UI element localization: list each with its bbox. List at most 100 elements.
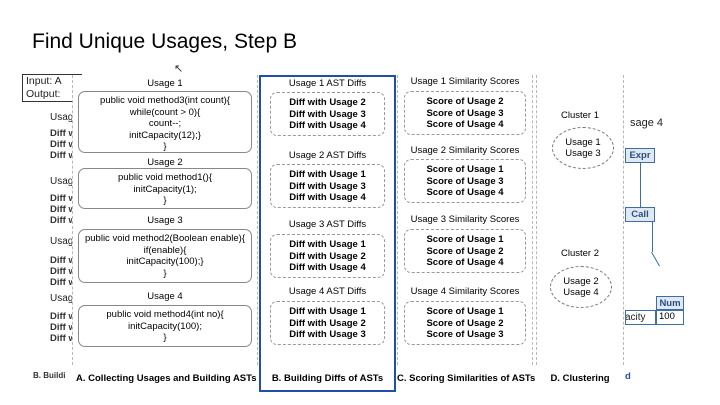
diff-group-title: Usage 4 AST Diffs	[288, 286, 367, 297]
score-item: Score of Usage 3	[426, 107, 504, 119]
score-box: Score of Usage 2 Score of Usage 3 Score …	[404, 91, 526, 135]
score-item: Score of Usage 2	[426, 245, 504, 257]
code-line: public void method2(Boolean enable){	[84, 233, 246, 244]
code-line: if(enable){	[143, 244, 187, 256]
score-item: Score of Usage 1	[426, 164, 504, 175]
output-label: Output:	[26, 88, 61, 100]
bg-fragment: Usag	[50, 176, 74, 187]
code-line: public void method3(int count){	[100, 95, 230, 106]
usage-code-box: public void method4(int no){ initCapacit…	[78, 305, 252, 347]
bg-fragment: Diff w	[50, 266, 76, 277]
tree-node-frame	[625, 310, 656, 325]
column-b-label: B. Building Diffs of ASTs	[271, 373, 384, 384]
code-line: initCapacity(100);}	[126, 256, 204, 267]
tree-edge	[652, 222, 653, 252]
code-line: initCapacity(12);}	[129, 129, 201, 141]
score-box: Score of Usage 1 Score of Usage 3 Score …	[404, 159, 526, 203]
cluster-item: Usage 4	[563, 287, 599, 298]
cluster-item: Usage 2	[563, 275, 599, 287]
code-line: public void method4(int no){	[106, 309, 224, 320]
tree-edge	[640, 163, 641, 207]
cluster-item: Usage 1	[565, 136, 601, 148]
score-item: Score of Usage 4	[426, 119, 504, 130]
bg-column-label: B. Buildi	[33, 371, 66, 380]
diff-item: Diff with Usage 1	[289, 169, 366, 180]
tree-node-num: Num	[656, 296, 684, 310]
diff-box: Diff with Usage 2 Diff with Usage 3 Diff…	[270, 92, 385, 136]
column-a-label: A. Collecting Usages and Building ASTs	[76, 373, 257, 384]
diff-item: Diff with Usage 4	[289, 192, 366, 203]
score-item: Score of Usage 1	[426, 306, 504, 317]
usage-title: Usage 3	[147, 215, 183, 226]
column-d	[536, 75, 624, 365]
diff-group-title: Usage 1 AST Diffs	[288, 78, 367, 89]
bg-fragment: Diff w	[50, 139, 76, 150]
tree-node-call: Call	[625, 207, 655, 222]
code-line: initCapacity(1);	[133, 183, 197, 195]
usage-title: Usage 1	[147, 78, 183, 89]
diff-item: Diff with Usage 2	[289, 250, 366, 262]
diff-group-title: Usage 2 AST Diffs	[288, 150, 367, 161]
bg-fragment: Diff w	[50, 193, 76, 204]
bg-fragment: Diff w	[50, 311, 76, 322]
bg-fragment: Diff w	[50, 128, 76, 139]
column-d-label: D. Clustering	[550, 373, 610, 384]
usage-title: Usage 2	[147, 157, 183, 168]
column-c-label: C. Scoring Similarities of ASTs	[397, 373, 536, 384]
step-b-highlight	[259, 75, 396, 392]
diff-item: Diff with Usage 4	[289, 262, 366, 273]
diff-item: Diff with Usage 2	[289, 317, 366, 329]
bg-usage-text: sage 4	[630, 117, 664, 129]
bg-column-label: d	[625, 371, 631, 382]
code-line: }	[163, 141, 167, 152]
diff-item: Diff with Usage 1	[289, 306, 366, 317]
code-line: }	[163, 267, 167, 279]
bg-fragment: Diff w	[50, 333, 76, 344]
code-line: count--;	[148, 118, 182, 129]
input-label: Input: A	[26, 75, 62, 87]
diff-item: Diff with Usage 3	[289, 108, 366, 120]
score-item: Score of Usage 2	[426, 317, 504, 329]
bg-fragment: Diff w	[50, 322, 76, 333]
bg-fragment: Diff w	[50, 277, 76, 288]
diff-item: Diff with Usage 1	[289, 239, 366, 250]
cluster-cloud: Usage 2 Usage 4	[550, 266, 612, 308]
code-line: }	[163, 195, 167, 206]
tree-edge	[651, 252, 660, 267]
slide-title: Find Unique Usages, Step B	[32, 30, 297, 53]
code-line: }	[163, 332, 167, 343]
code-line: while(count > 0){	[129, 106, 201, 118]
diff-item: Diff with Usage 3	[289, 180, 366, 192]
score-item: Score of Usage 3	[426, 329, 504, 340]
diff-box: Diff with Usage 1 Diff with Usage 2 Diff…	[270, 234, 385, 278]
score-group-title: Usage 1 Similarity Scores	[410, 76, 520, 87]
usage-title: Usage 4	[147, 291, 183, 302]
score-group-title: Usage 2 Similarity Scores	[410, 145, 520, 156]
score-group-title: Usage 4 Similarity Scores	[410, 286, 520, 297]
usage-code-box: public void method1(){ initCapacity(1); …	[78, 168, 252, 209]
tree-node-value: 100	[656, 310, 684, 325]
tree-node-expr: Expr	[625, 148, 655, 163]
mouse-cursor-icon: ↖	[174, 63, 184, 75]
bg-fragment: Usag	[50, 112, 74, 123]
bg-fragment: Usag	[50, 236, 74, 247]
score-item: Score of Usage 4	[426, 187, 504, 198]
diff-item: Diff with Usage 3	[289, 329, 366, 340]
diff-group-title: Usage 3 AST Diffs	[288, 219, 367, 230]
diff-item: Diff with Usage 2	[289, 97, 366, 108]
bg-fragment: Diff w	[50, 255, 76, 266]
diff-box: Diff with Usage 1 Diff with Usage 2 Diff…	[270, 301, 385, 345]
score-box: Score of Usage 1 Score of Usage 2 Score …	[404, 229, 526, 273]
bg-fragment: Diff w	[50, 215, 76, 226]
diff-item: Diff with Usage 4	[289, 120, 366, 131]
cluster-title: Cluster 2	[560, 248, 599, 259]
score-item: Score of Usage 4	[426, 257, 504, 268]
score-item: Score of Usage 3	[426, 175, 504, 187]
bg-fragment: Usag	[50, 293, 74, 304]
score-item: Score of Usage 2	[426, 96, 504, 107]
score-item: Score of Usage 1	[426, 234, 504, 245]
cluster-cloud: Usage 1 Usage 3	[552, 127, 614, 169]
score-box: Score of Usage 1 Score of Usage 2 Score …	[404, 301, 526, 345]
code-line: initCapacity(100);	[128, 320, 202, 332]
cluster-item: Usage 3	[565, 148, 601, 159]
